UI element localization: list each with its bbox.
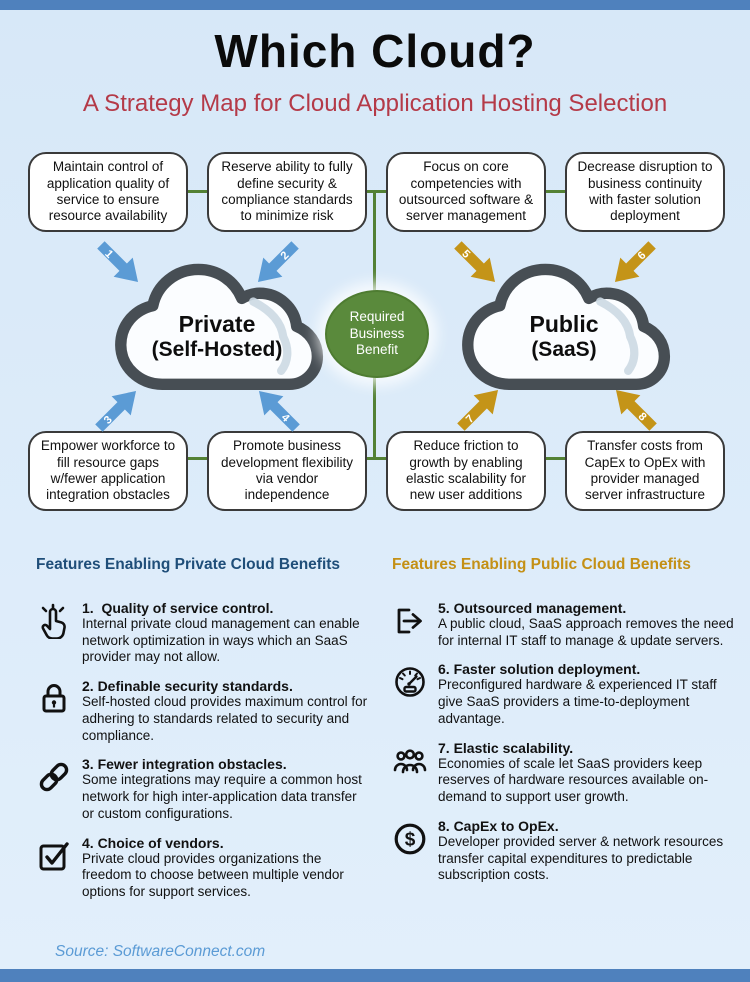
benefit-arrow-8: 8 — [615, 389, 657, 431]
page-subtitle: A Strategy Map for Cloud Application Hos… — [82, 90, 668, 117]
chain-link-icon — [36, 756, 82, 822]
public-cloud-name: Public — [529, 311, 599, 337]
people-icon — [392, 740, 438, 806]
feature-text: 7. Elastic scalability. Economies of sca… — [438, 740, 738, 806]
feature-body: Internal private cloud management can en… — [82, 616, 360, 665]
benefit-arrow-2: 2 — [257, 241, 299, 283]
public-features-column: Features Enabling Public Cloud Benefits … — [392, 556, 738, 896]
feature-item-8: $ 8. CapEx to OpEx. Developer provided s… — [392, 818, 738, 884]
benefit-arrow-3: 3 — [95, 390, 137, 432]
source-credit: Source: SoftwareConnect.com — [55, 943, 266, 960]
feature-text: 3. Fewer integration obstacles. Some int… — [82, 756, 368, 822]
feature-item-3: 3. Fewer integration obstacles. Some int… — [36, 756, 368, 822]
tap-hand-icon — [36, 600, 82, 666]
feature-title: 7. Elastic scalability. — [438, 739, 574, 756]
feature-body: Preconfigured hardware & experienced IT … — [438, 677, 717, 726]
feature-title: 4. Choice of vendors. — [82, 834, 224, 851]
feature-title: 8. CapEx to OpEx. — [438, 817, 559, 834]
required-business-benefit-text: Required Business Benefit — [349, 308, 405, 358]
feature-item-5: 5. Outsourced management. A public cloud… — [392, 600, 738, 649]
required-business-benefit-badge: Required Business Benefit — [325, 290, 429, 378]
benefit-box-8: Transfer costs from CapEx to OpEx with p… — [565, 431, 725, 511]
feature-text: 1. Quality of service control. Internal … — [82, 600, 368, 666]
feature-title: 5. Outsourced management. — [438, 600, 627, 616]
feature-text: 4. Choice of vendors. Private cloud prov… — [82, 835, 368, 901]
private-features-column: Features Enabling Private Cloud Benefits… — [36, 556, 368, 913]
feature-text: 6. Faster solution deployment. Preconfig… — [438, 661, 738, 727]
feature-text: 8. CapEx to OpEx. Developer provided ser… — [438, 818, 738, 884]
outsource-arrow-icon — [392, 600, 438, 649]
lock-icon — [36, 678, 82, 744]
speedometer-icon — [392, 661, 438, 727]
feature-body: A public cloud, SaaS approach removes th… — [438, 616, 734, 648]
feature-body: Developer provided server & network reso… — [438, 833, 724, 883]
feature-body: Some integrations may require a common h… — [82, 772, 362, 821]
benefit-box-4: Promote business development flexibility… — [207, 431, 367, 511]
page-title: Which Cloud? — [214, 25, 536, 77]
benefit-box-1: Maintain control of application quality … — [28, 152, 188, 232]
public-cloud-icon — [462, 263, 671, 390]
feature-title: 3. Fewer integration obstacles. — [82, 756, 287, 773]
private-cloud-subname: (Self-Hosted) — [151, 338, 283, 362]
feature-item-7: 7. Elastic scalability. Economies of sca… — [392, 740, 738, 806]
private-cloud-name: Private — [178, 311, 256, 337]
benefit-arrow-6: 6 — [614, 241, 656, 283]
private-features-heading: Features Enabling Private Cloud Benefits — [36, 556, 341, 573]
dollar-icon: $ — [392, 818, 438, 884]
feature-item-1: 1. Quality of service control. Internal … — [36, 600, 368, 666]
benefit-arrow-5: 5 — [454, 241, 496, 283]
public-cloud-label: Public (SaaS) — [445, 311, 683, 364]
checkbox-icon — [36, 835, 82, 901]
benefit-box-5: Focus on core competencies with outsourc… — [386, 152, 546, 232]
feature-title: 2. Definable security standards. — [82, 678, 293, 695]
feature-title: 6. Faster solution deployment. — [438, 661, 641, 678]
feature-item-4: 4. Choice of vendors. Private cloud prov… — [36, 835, 368, 901]
top-border-bar — [0, 0, 750, 10]
benefit-arrow-1: 1 — [97, 241, 139, 283]
feature-title: 1. Quality of service control. — [82, 600, 274, 616]
benefit-box-6: Decrease disruption to business continui… — [565, 152, 725, 232]
feature-body: Economies of scale let SaaS providers ke… — [438, 755, 709, 805]
feature-item-6: 6. Faster solution deployment. Preconfig… — [392, 661, 738, 727]
feature-text: 5. Outsourced management. A public cloud… — [438, 600, 738, 649]
strategy-map-diagram: Maintain control of application quality … — [0, 148, 750, 548]
private-cloud-label: Private (Self-Hosted) — [98, 311, 336, 364]
benefit-arrow-4: 4 — [258, 390, 300, 432]
feature-body: Self-hosted cloud provides maximum contr… — [82, 694, 368, 743]
feature-item-2: 2. Definable security standards. Self-ho… — [36, 678, 368, 744]
public-cloud-subname: (SaaS) — [531, 338, 597, 362]
feature-body: Private cloud provides organizations the… — [82, 850, 344, 900]
benefit-arrow-7: 7 — [457, 389, 499, 431]
bottom-border-bar — [0, 969, 750, 982]
svg-text:$: $ — [405, 829, 416, 850]
public-features-heading: Features Enabling Public Cloud Benefits — [392, 556, 691, 573]
benefit-box-3: Empower workforce to fill resource gaps … — [28, 431, 188, 511]
benefit-box-7: Reduce friction to growth by enabling el… — [386, 431, 546, 511]
feature-text: 2. Definable security standards. Self-ho… — [82, 678, 368, 744]
private-cloud-icon — [115, 263, 324, 390]
benefit-box-2: Reserve ability to fully define security… — [207, 152, 367, 232]
